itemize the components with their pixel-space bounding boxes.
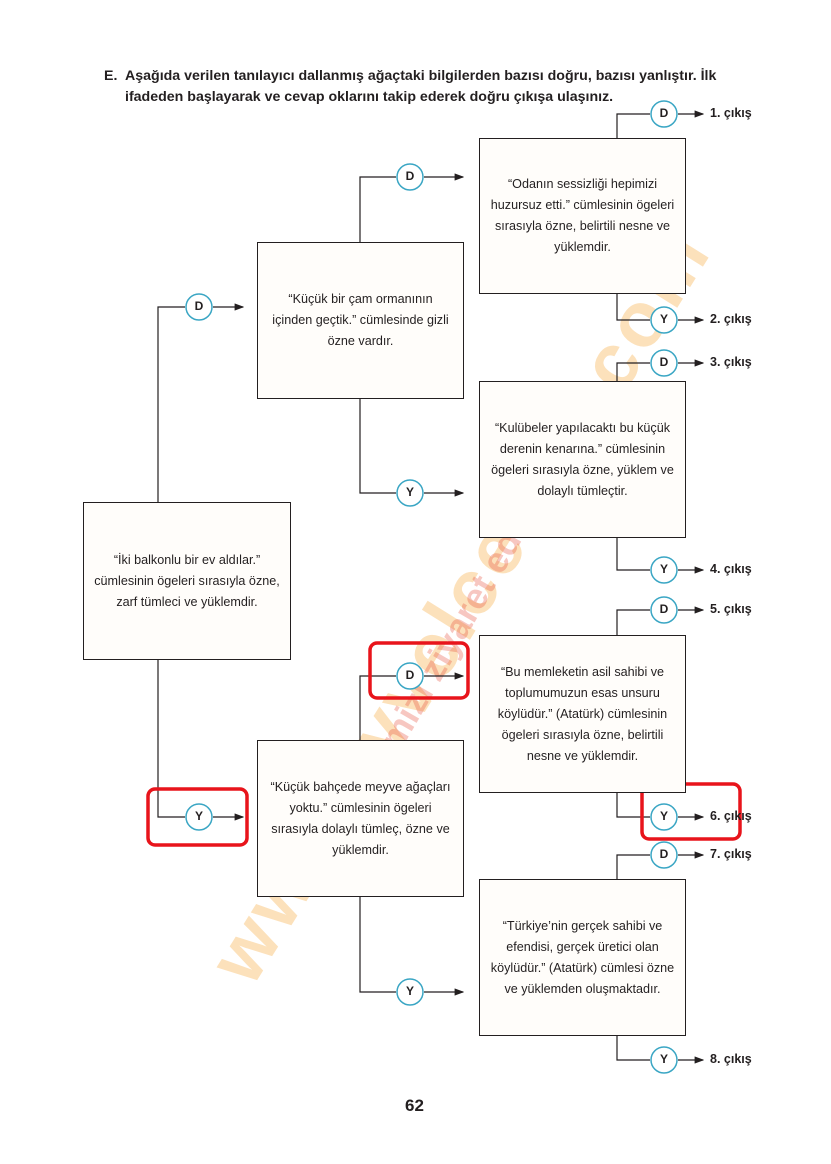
connector-line [359,896,396,993]
answer-node-circle [396,163,424,191]
answer-node-false: Y [659,809,668,823]
answer-node-false: Y [194,809,203,823]
answer-node-true: D [659,602,669,616]
answer-node-circle [185,293,213,321]
connector-line [616,854,650,879]
statement-b2: “Küçük bahçede meyve ağaçları yoktu.” cü… [257,740,464,897]
statement-l3: “Bu memleketin asil sahibi ve toplumumuz… [479,635,686,793]
statement-b1: “Küçük bir çam ormanının içinden geçtik.… [257,242,464,399]
connector-line [359,176,396,242]
answer-node-true: D [659,355,669,369]
highlight-box [368,641,470,700]
highlight-box [146,787,249,847]
answer-node-circle [650,803,678,831]
answer-node-circle [185,803,213,831]
page-number: 62 [405,1096,424,1115]
connector-line [359,675,396,740]
answer-node-circle [650,596,678,624]
connector-line [616,362,650,381]
exit-1: 1. çıkış [710,106,752,120]
statement-l4: “Türkiye’nin gerçek sahibi ve efendisi, … [479,879,686,1036]
answer-node-circle [650,1046,678,1074]
question-label: E. [104,68,118,84]
answer-node-circle [650,100,678,128]
answer-node-true: D [659,106,669,120]
highlight-box [640,782,742,841]
connector-line [157,306,185,502]
exit-2: 2. çıkış [710,312,752,326]
connector-line [616,792,650,818]
answer-node-true: D [194,299,204,313]
connector-line [616,609,650,635]
answer-node-circle [396,978,424,1006]
answer-node-circle [650,841,678,869]
exit-5: 5. çıkış [710,602,752,616]
answer-node-circle [396,479,424,507]
instruction-text: Aşağıda verilen tanılayıcı dallanmış ağa… [125,68,717,105]
connector-line [616,293,650,321]
instruction: E. Aşağıda verilen tanılayıcı dallanmış … [104,66,764,108]
answer-node-false: Y [659,312,668,326]
answer-node-circle [396,662,424,690]
answer-node-false: Y [405,984,414,998]
exit-4: 4. çıkış [710,562,752,576]
connector-line [616,537,650,571]
exit-8: 8. çıkış [710,1052,752,1066]
answer-node-true: D [405,668,415,682]
answer-node-true: D [659,847,669,861]
answer-node-false: Y [659,562,668,576]
answer-node-false: Y [405,485,414,499]
answer-node-circle [650,556,678,584]
answer-node-circle [650,306,678,334]
answer-node-false: Y [659,1052,668,1066]
answer-node-circle [650,349,678,377]
statement-l1: “Odanın sessizliği hepimizi huzursuz ett… [479,138,686,294]
exit-7: 7. çıkış [710,847,752,861]
answer-node-true: D [405,169,415,183]
connector-line [616,1035,650,1061]
connector-line [359,398,396,494]
statement-root: “İki balkonlu bir ev aldılar.” cümlesini… [83,502,291,660]
statement-l2: “Kulübeler yapılacaktı bu küçük derenin … [479,381,686,538]
connector-line [157,659,185,818]
exit-6: 6. çıkış [710,809,752,823]
exit-3: 3. çıkış [710,355,752,369]
connector-line [616,113,650,138]
